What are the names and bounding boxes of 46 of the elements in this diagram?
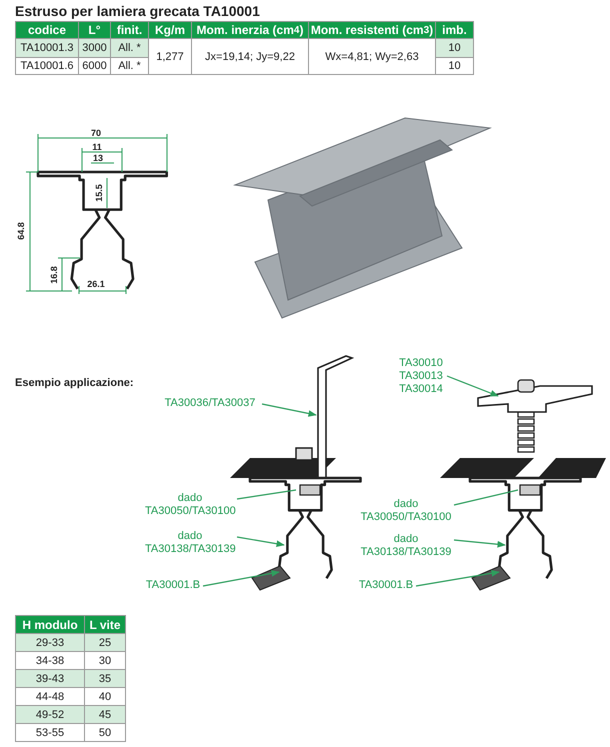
table-cell: 3000: [78, 38, 111, 58]
table-cell: TA10001.3: [15, 38, 79, 58]
column-header: L vite: [84, 615, 126, 634]
table-cell: 29-33: [15, 633, 85, 652]
leader-line: [446, 375, 499, 397]
dimension-text: 13: [93, 153, 103, 163]
dimension-text: 70: [91, 128, 101, 138]
callout-label: TA30036/TA30037: [160, 397, 260, 410]
column-header: codice: [15, 21, 79, 39]
dimension-text: 11: [92, 142, 102, 152]
leader-line: [262, 403, 317, 417]
column-header: H modulo: [15, 615, 85, 634]
table-cell: 45: [84, 705, 126, 724]
column-header: imb.: [435, 21, 474, 39]
table-cell: 39-43: [15, 669, 85, 688]
dimension-text: 16.8: [49, 266, 59, 284]
table-cell: 49-52: [15, 705, 85, 724]
callout-label: TA30010 TA30013 TA30014: [397, 357, 445, 396]
table-cell: TA10001.6: [15, 57, 79, 75]
table-cell: All. *: [110, 38, 149, 58]
column-header: L°: [78, 21, 111, 39]
page-title: Estruso per lamiera grecata TA10001: [15, 3, 260, 19]
column-header: finit.: [110, 21, 149, 39]
dimension-text: 64.8: [16, 222, 26, 240]
leader-line: [236, 489, 296, 500]
table-cell: 10: [435, 38, 474, 58]
leader-line: [202, 570, 280, 587]
callout-label: dado TA30050/TA30100: [360, 498, 452, 524]
column-header: Kg/m: [148, 21, 192, 39]
table-cell: 53-55: [15, 723, 85, 742]
leader-line: [236, 536, 285, 548]
table-cell: 10: [435, 57, 474, 75]
leader-line: [416, 570, 500, 587]
dimension-text: 26.1: [87, 279, 105, 289]
section-heading: Esempio applicazione:: [15, 377, 134, 389]
leader-line: [454, 489, 518, 506]
callout-label: TA30001.B: [358, 579, 414, 592]
table-cell: 50: [84, 723, 126, 742]
callout-label: dado TA30138/TA30139: [360, 533, 452, 559]
table-cell: 35: [84, 669, 126, 688]
callout-label: dado TA30138/TA30139: [145, 530, 235, 556]
callout-label: TA30001.B: [145, 579, 201, 592]
dimension-text: 15.5: [94, 184, 104, 202]
table-cell: 25: [84, 633, 126, 652]
callout-label: dado TA30050/TA30100: [145, 492, 235, 518]
leader-line: [454, 539, 506, 548]
